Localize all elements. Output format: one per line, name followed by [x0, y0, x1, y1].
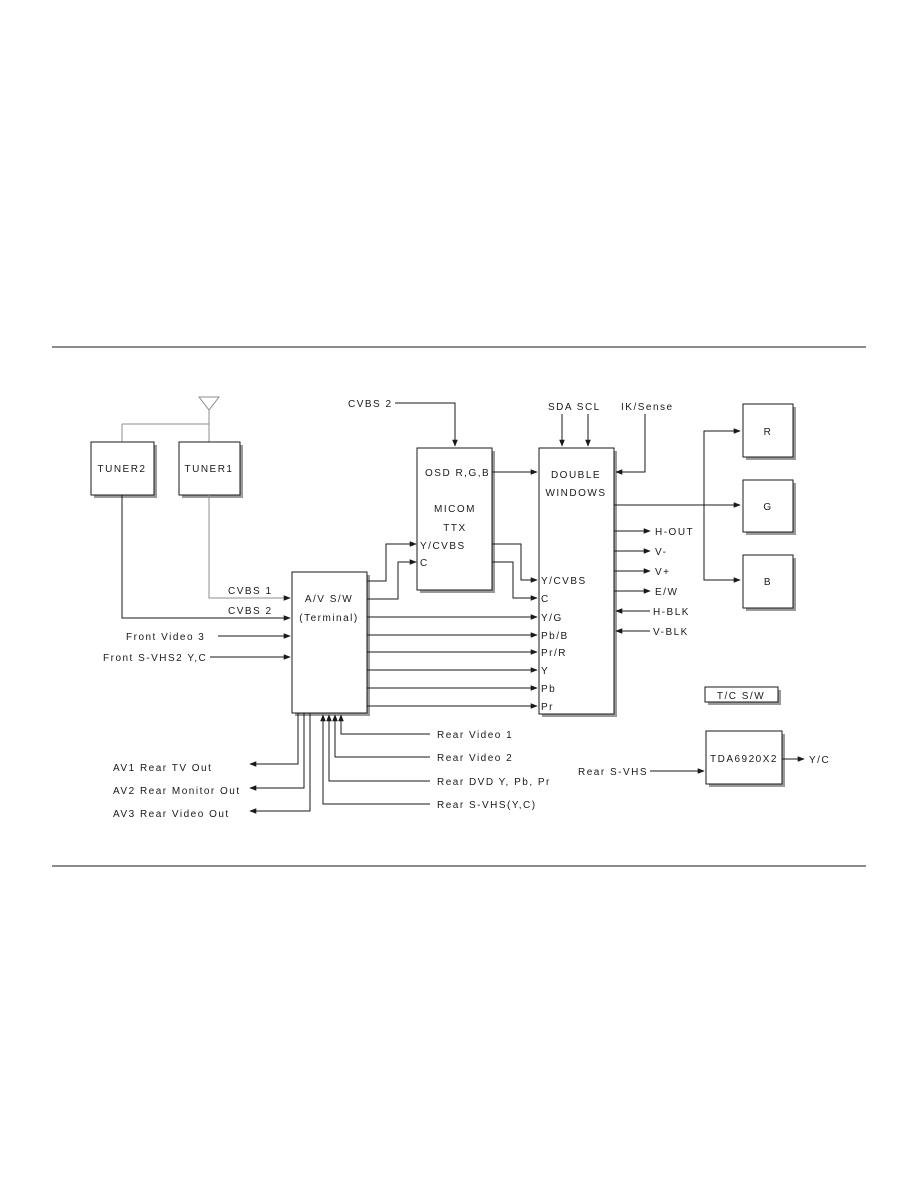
r-block: R [742, 403, 796, 460]
micom-ycvbs-label: Y/CVBS [420, 541, 466, 552]
rear-video2-label: Rear Video 2 [437, 753, 513, 764]
double-windows-block: DOUBLE WINDOWS Y/CVBS C Y/G Pb/B Pr/R Y … [538, 447, 617, 717]
av-switch-label: A/V S/W [305, 594, 353, 605]
front-video3-label: Front Video 3 [126, 632, 205, 643]
av-to-micom-ycvbs [367, 541, 417, 582]
dw-input-prr: Pr/R [541, 648, 567, 659]
tda-block: TDA6920X2 [705, 730, 785, 787]
cvbs2-line [121, 495, 291, 621]
tc-sw-label: T/C S/W [717, 691, 765, 702]
cvbs1-line [208, 495, 291, 601]
tuner1-block: TUNER1 [178, 441, 243, 498]
sda-scl-label: SDA SCL [548, 402, 601, 413]
cvbs2-top-label: CVBS 2 [348, 399, 393, 410]
dw-input-pbb: Pb/B [541, 631, 569, 642]
dw-input-c: C [541, 594, 550, 605]
av2-out-line [249, 713, 305, 791]
ew-label: E/W [655, 587, 678, 598]
antenna-icon [121, 396, 221, 442]
ik-sense-label: IK/Sense [621, 402, 674, 413]
av1-out-label: AV1 Rear TV Out [113, 763, 212, 774]
rear-svhs-label: Rear S-VHS(Y,C) [437, 800, 537, 811]
av1-out-line [249, 713, 299, 767]
tc-sw-block: T/C S/W [704, 686, 781, 705]
front-svhs2-label: Front S-VHS2 Y,C [103, 653, 207, 664]
micom-c-to-dw [492, 561, 538, 601]
av-switch-sublabel: (Terminal) [299, 613, 358, 624]
av-switch-block: A/V S/W (Terminal) [291, 571, 370, 716]
dw-input-y: Y [541, 666, 549, 677]
r-label: R [764, 427, 773, 438]
dw-title-line2: WINDOWS [545, 488, 606, 499]
tuner2-block: TUNER2 [90, 441, 157, 498]
micom-osd-label: OSD R,G,B [425, 468, 490, 479]
g-block: G [742, 479, 796, 535]
micom-ttx-label: TTX [443, 523, 466, 534]
b-block: B [742, 554, 796, 611]
av-to-micom-c [367, 559, 417, 600]
tda-out-label: Y/C [809, 755, 830, 766]
dw-input-pr: Pr [541, 702, 554, 713]
rear-video2-line [332, 714, 430, 758]
tuner1-label: TUNER1 [184, 464, 233, 475]
tda-label: TDA6920X2 [710, 754, 778, 765]
av3-out-line [249, 713, 311, 814]
rear-dvd-line [326, 714, 430, 782]
micom-c-label: C [420, 558, 429, 569]
ik-sense-line [615, 414, 646, 475]
rear-svhs-tda-label: Rear S-VHS [578, 767, 648, 778]
rear-svhs-line [320, 714, 430, 805]
micom-ycvbs-to-dw [492, 543, 538, 583]
rear-video1-label: Rear Video 1 [437, 730, 513, 741]
dw-input-pb: Pb [541, 684, 556, 695]
tuner2-label: TUNER2 [97, 464, 146, 475]
rear-dvd-label: Rear DVD Y, Pb, Pr [437, 777, 551, 788]
v-minus-label: V- [655, 547, 667, 558]
dw-input-yg: Y/G [541, 613, 563, 624]
h-blk-label: H-BLK [653, 607, 690, 618]
dw-input-ycvbs: Y/CVBS [541, 576, 587, 587]
h-out-label: H-OUT [655, 527, 694, 538]
g-label: G [763, 502, 772, 513]
cvbs2-label: CVBS 2 [228, 606, 273, 617]
av2-out-label: AV2 Rear Monitor Out [113, 786, 241, 797]
v-blk-label: V-BLK [653, 627, 689, 638]
dw-title-line1: DOUBLE [551, 470, 601, 481]
rear-video1-line [338, 714, 430, 735]
cvbs1-label: CVBS 1 [228, 586, 273, 597]
av3-out-label: AV3 Rear Video Out [113, 809, 230, 820]
micom-block: OSD R,G,B MICOM TTX Y/CVBS C [416, 447, 495, 593]
micom-name-label: MICOM [434, 504, 476, 515]
b-label: B [764, 577, 772, 588]
cvbs2-top-line [395, 402, 458, 447]
v-plus-label: V+ [655, 567, 671, 578]
